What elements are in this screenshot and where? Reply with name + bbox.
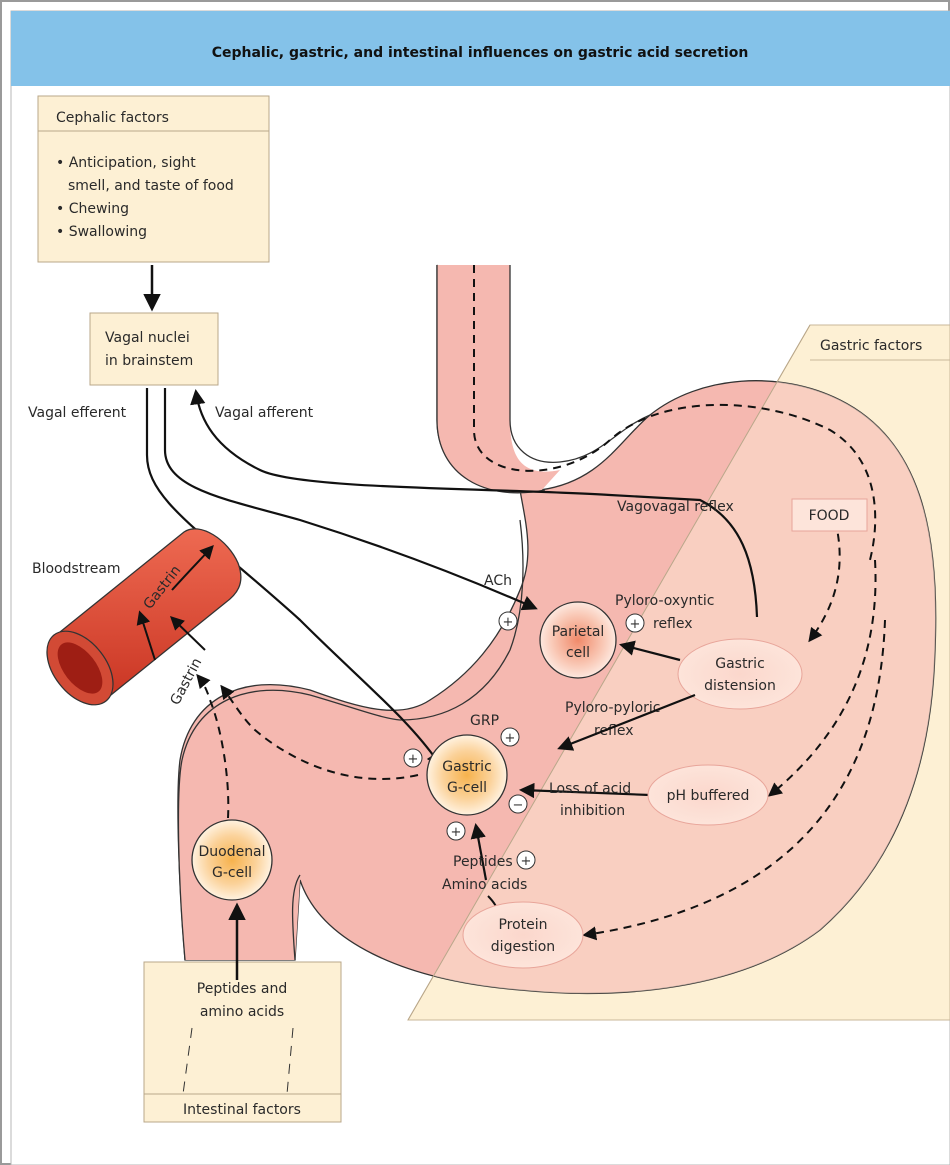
vagovagal-label: Vagovagal reflex bbox=[617, 499, 734, 515]
pyloro-oxyntic-plus-text: + bbox=[630, 617, 641, 632]
parietal-label-2: cell bbox=[566, 645, 590, 661]
distension-label-2: distension bbox=[704, 678, 776, 694]
pyloro-oxyntic-label-2: reflex bbox=[653, 616, 693, 632]
vagal-nuclei-line1: Vagal nuclei bbox=[105, 330, 190, 346]
loss-acid-label-2: inhibition bbox=[560, 803, 625, 819]
parietal-cell bbox=[540, 602, 616, 678]
ach-plus-text: + bbox=[503, 615, 514, 630]
pyloro-oxyntic-label-1: Pyloro-oxyntic bbox=[615, 593, 714, 609]
acid-minus-text: − bbox=[513, 798, 524, 813]
distension-label-1: Gastric bbox=[715, 656, 765, 672]
peptides-label: Peptides bbox=[453, 854, 513, 870]
diagram-title: Cephalic, gastric, and intestinal influe… bbox=[212, 45, 749, 61]
bloodstream-label: Bloodstream bbox=[32, 561, 121, 577]
duodenal-g-label-2: G-cell bbox=[212, 865, 252, 881]
duodenal-g-cell bbox=[192, 820, 272, 900]
parietal-label-1: Parietal bbox=[552, 624, 605, 640]
intestinal-text-1: Peptides and bbox=[197, 981, 287, 997]
duodenal-g-label-1: Duodenal bbox=[198, 844, 265, 860]
vagal-efferent-label: Vagal efferent bbox=[28, 405, 127, 421]
vagal-nuclei-box bbox=[90, 313, 218, 385]
cephalic-header: Cephalic factors bbox=[56, 110, 169, 126]
ach-label: ACh bbox=[484, 573, 512, 589]
gastrin-release-plus-text: + bbox=[408, 752, 419, 767]
protein-label-2: digestion bbox=[491, 939, 555, 955]
gastric-g-cell bbox=[427, 735, 507, 815]
cephalic-item-1: • Anticipation, sight bbox=[56, 155, 196, 171]
gastric-distension-oval bbox=[678, 639, 802, 709]
peptide-plus-text-1: + bbox=[451, 825, 462, 840]
pyloro-pyloric-label-2: reflex bbox=[594, 723, 634, 739]
ph-buffered-label: pH buffered bbox=[667, 788, 750, 804]
gastric-factors-label: Gastric factors bbox=[820, 338, 922, 354]
gastric-g-label-1: Gastric bbox=[442, 759, 492, 775]
cephalic-item-1b: smell, and taste of food bbox=[68, 178, 234, 194]
protein-digestion-oval bbox=[463, 902, 583, 968]
protein-label-1: Protein bbox=[498, 917, 547, 933]
peptide-plus-text-2: + bbox=[521, 854, 532, 869]
food-label: FOOD bbox=[809, 508, 850, 524]
cephalic-item-2: • Chewing bbox=[56, 201, 129, 217]
loss-acid-label-1: Loss of acid bbox=[549, 781, 631, 797]
grp-label: GRP bbox=[470, 713, 499, 729]
intestinal-footer: Intestinal factors bbox=[183, 1102, 301, 1118]
intestinal-text-2: amino acids bbox=[200, 1004, 284, 1020]
vagal-nuclei-line2: in brainstem bbox=[105, 353, 193, 369]
amino-acids-label: Amino acids bbox=[442, 877, 527, 893]
gastric-g-label-2: G-cell bbox=[447, 780, 487, 796]
grp-plus-text: + bbox=[505, 731, 516, 746]
cephalic-item-3: • Swallowing bbox=[56, 224, 147, 240]
vagal-afferent-label: Vagal afferent bbox=[215, 405, 314, 421]
